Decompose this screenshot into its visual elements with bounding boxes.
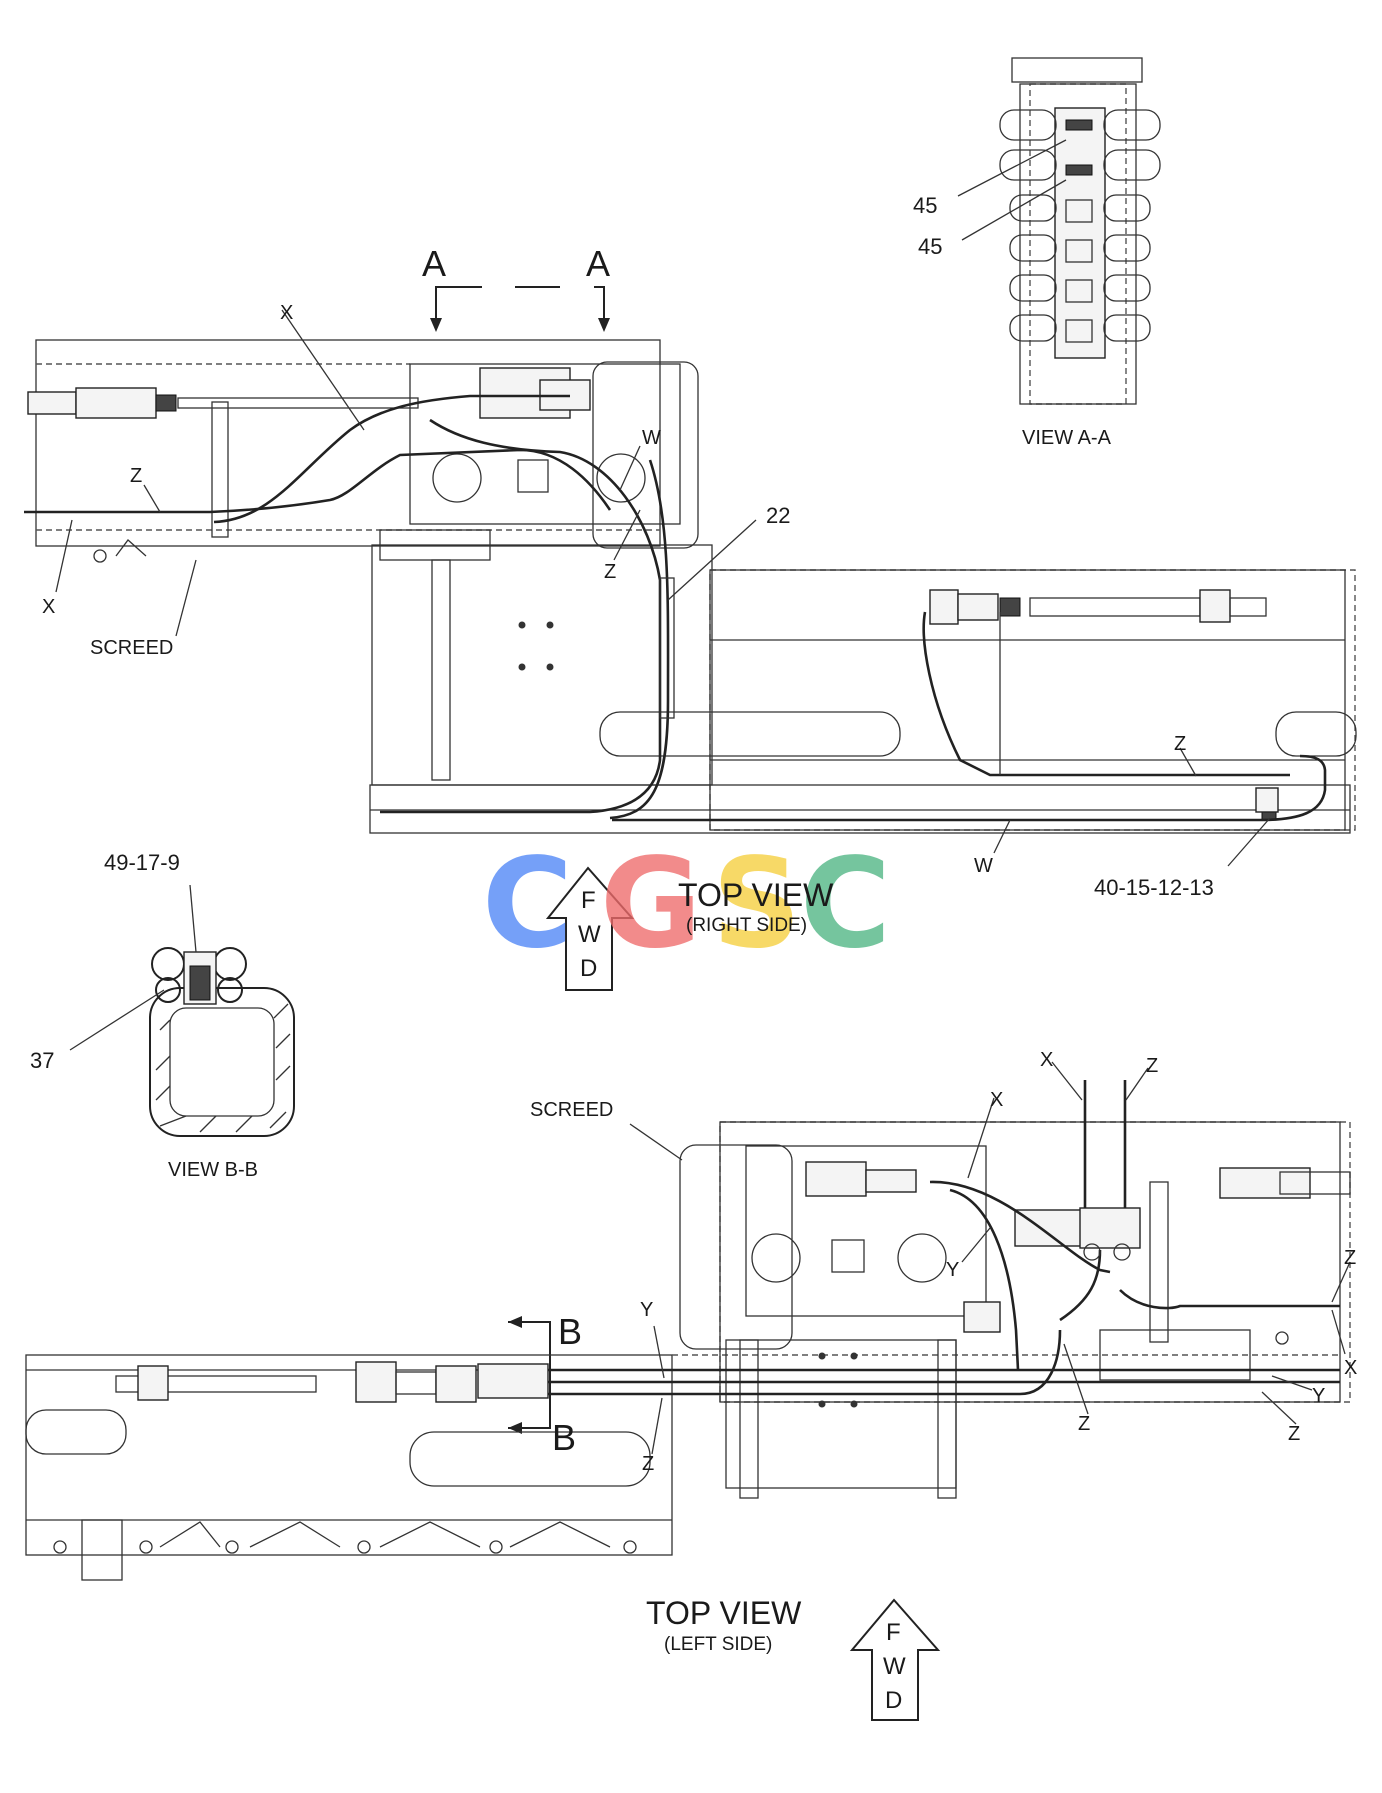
hose-label-y-mid: Y [946, 1259, 959, 1281]
hose-label-x-screed: X [990, 1089, 1003, 1111]
view-bb [69, 884, 295, 1137]
section-mark-b-upper: B [558, 1311, 582, 1352]
fwd-right-letter-d: D [580, 955, 597, 982]
hose-label-z-right: Z [1344, 1247, 1356, 1269]
hose-label-x-right: X [1344, 1357, 1357, 1379]
hose-label-z-2: Z [604, 561, 616, 583]
top-view-left-subtitle: (LEFT SIDE) [664, 1634, 772, 1655]
top-view-right [24, 286, 1357, 867]
section-mark-a-left: A [422, 243, 446, 284]
fwd-left-letter-w: W [883, 1653, 906, 1680]
section-mark-b-lower: B [552, 1417, 576, 1458]
hose-label-z-right-lower: Z [1288, 1423, 1300, 1445]
screed-label-left: SCREED [530, 1099, 613, 1121]
hose-label-w-1: W [642, 427, 661, 449]
top-view-right-subtitle: (RIGHT SIDE) [686, 915, 807, 936]
callout-45-upper: 45 [913, 193, 937, 218]
fwd-arrow-left [849, 1598, 941, 1721]
section-mark-a-right: A [586, 243, 610, 284]
top-view-left [25, 1061, 1351, 1581]
hose-label-x-1: X [280, 302, 293, 324]
hose-label-z-mid: Z [1078, 1413, 1090, 1435]
top-view-left-title: TOP VIEW [646, 1595, 802, 1631]
watermark-letter-4: C [800, 832, 891, 976]
view-aa [957, 57, 1161, 405]
hose-label-z-top: Z [1146, 1055, 1158, 1077]
fwd-left-letter-d: D [885, 1687, 902, 1714]
hose-label-z-left: Z [642, 1453, 654, 1475]
screed-label-right: SCREED [90, 637, 173, 659]
watermark-letter-2: G [600, 832, 702, 976]
hose-label-x-2: X [42, 596, 55, 618]
watermark: C G S C [482, 832, 891, 976]
callout-22: 22 [766, 503, 790, 528]
hose-label-z-3: Z [1174, 733, 1186, 755]
callout-37: 37 [30, 1048, 54, 1073]
callout-45-lower: 45 [918, 234, 942, 259]
hose-label-w-2: W [974, 855, 993, 877]
fwd-arrow-right [545, 866, 635, 991]
watermark-letter-1: C [482, 832, 573, 976]
fwd-right-letter-w: W [578, 921, 601, 948]
view-aa-title: VIEW A-A [1022, 427, 1112, 449]
callout-49-17-9: 49-17-9 [104, 850, 180, 875]
view-bb-title: VIEW B-B [168, 1159, 258, 1181]
hose-label-z-1: Z [130, 465, 142, 487]
hose-label-y-right: Y [1312, 1385, 1325, 1407]
callout-40-15-12-13: 40-15-12-13 [1094, 875, 1214, 900]
hose-label-x-top: X [1040, 1049, 1053, 1071]
fwd-right-letter-f: F [581, 887, 596, 914]
hose-label-y-left: Y [640, 1299, 653, 1321]
fwd-left-letter-f: F [886, 1619, 901, 1646]
top-view-right-title: TOP VIEW [678, 877, 834, 913]
watermark-letter-3: S [712, 832, 801, 976]
